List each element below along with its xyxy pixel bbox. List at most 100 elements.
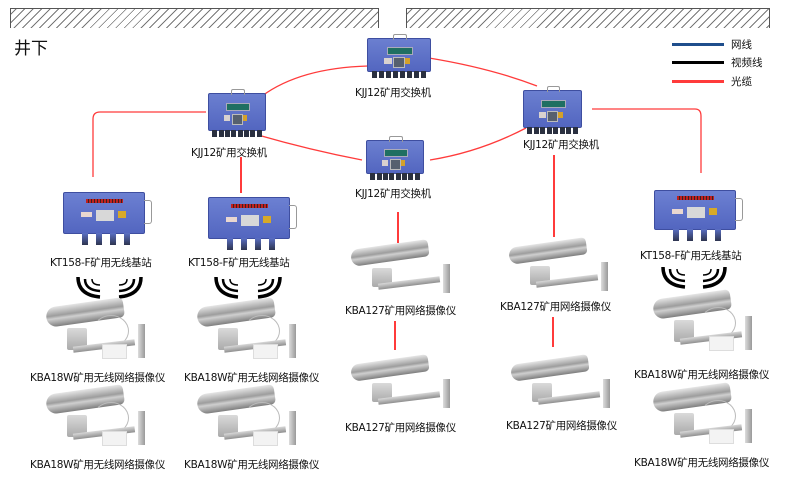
label-plate [384, 57, 392, 64]
label-plate [671, 208, 683, 214]
legend-item-video: 视频线 [672, 55, 763, 70]
switch-top-device[interactable] [367, 34, 431, 78]
camera-wireless-2-label: KBA18W矿用无线网络摄像仪 [184, 372, 320, 384]
camera-wired-1-label: KBA127矿用网络摄像仪 [345, 305, 456, 317]
switch-right-label: KJJ12矿用交换机 [523, 139, 599, 151]
switch-right-device[interactable] [523, 86, 582, 134]
cable [93, 314, 129, 348]
ceiling-hatch-left [10, 8, 379, 28]
led-bar [231, 203, 269, 208]
nameplate [231, 113, 243, 125]
cable [244, 314, 280, 348]
base-station-3-label: KT158-F矿用无线基站 [640, 250, 742, 262]
nameplate [393, 56, 406, 68]
camera-wireless-1[interactable] [45, 297, 145, 366]
port-row [527, 127, 578, 134]
handle [289, 205, 297, 230]
camera-wireless-6[interactable] [652, 382, 752, 451]
handle [144, 200, 152, 225]
camera-wireless-4-label: KBA18W矿用无线网络摄像仪 [184, 459, 320, 471]
label-plate [381, 159, 389, 166]
nameplate [96, 209, 114, 221]
fiber-ring-top-right [428, 57, 538, 87]
legend-item-network: 网线 [672, 37, 752, 52]
base-station-2-device[interactable] [208, 197, 297, 250]
legend-label: 网线 [731, 39, 752, 51]
base-station-1-label: KT158-F矿用无线基站 [50, 257, 152, 269]
port-row [370, 173, 420, 180]
legend-line-network [672, 43, 724, 46]
camera-wired-4-label: KBA127矿用网络摄像仪 [506, 420, 617, 432]
lcd-display [386, 46, 414, 55]
base-station-2-label: KT158-F矿用无线基站 [188, 257, 290, 269]
nameplate [241, 214, 259, 226]
legend-label: 光缆 [731, 76, 752, 88]
ma-badge [263, 216, 271, 223]
camera-wireless-5[interactable] [652, 289, 752, 358]
fiber-left-to-bs1 [92, 111, 206, 177]
switch-center-device[interactable] [366, 136, 424, 180]
camera-wired-3[interactable] [350, 354, 450, 415]
led-bar [86, 198, 124, 203]
wall-plate [745, 409, 752, 443]
fiber-ring-left-center [257, 134, 363, 161]
camera-wired-1[interactable] [350, 239, 450, 300]
fiber-ring-top-left [261, 65, 369, 97]
antenna-panel [102, 430, 127, 446]
ma-badge [400, 159, 406, 166]
camera-wired-2[interactable] [508, 237, 608, 298]
nameplate [389, 158, 401, 170]
camera-wireless-4[interactable] [196, 384, 296, 453]
ma-badge [558, 111, 563, 118]
switch-center-label: KJJ12矿用交换机 [355, 188, 431, 200]
wall-plate [289, 324, 296, 358]
ma-badge [405, 57, 411, 64]
wireless-signal-right-icon [702, 266, 727, 289]
handle [546, 86, 561, 92]
label-plate [223, 114, 231, 121]
wireless-signal-left-icon [214, 276, 239, 299]
wall-plate [138, 324, 145, 358]
label-plate [538, 111, 546, 118]
wall-plate [745, 316, 752, 350]
camera-wireless-6-label: KBA18W矿用无线网络摄像仪 [634, 457, 770, 469]
camera-wireless-1-label: KBA18W矿用无线网络摄像仪 [30, 372, 166, 384]
wireless-signal-right-icon [257, 276, 282, 299]
led-bar [677, 196, 715, 201]
antenna-ports [226, 238, 275, 250]
wall-plate [601, 262, 608, 291]
wall-plate [289, 411, 296, 445]
fiber-ring-right-center [429, 127, 527, 161]
switch-left-device[interactable] [208, 89, 266, 137]
nameplate [687, 206, 705, 218]
wireless-signal-left-icon [76, 276, 101, 299]
cable [93, 401, 129, 435]
handle [389, 136, 403, 142]
cable [244, 401, 280, 435]
label-plate [225, 216, 237, 222]
switch-top-label: KJJ12矿用交换机 [355, 87, 431, 99]
antenna-ports [672, 229, 721, 241]
camera-wired-4[interactable] [510, 354, 610, 415]
base-station-1-device[interactable] [63, 192, 152, 245]
switch-left-label: KJJ12矿用交换机 [191, 147, 267, 159]
antenna-panel [102, 343, 127, 359]
camera-wireless-3[interactable] [45, 384, 145, 453]
camera-wireless-2[interactable] [196, 297, 296, 366]
wall-plate [443, 379, 450, 408]
camera-wireless-3-label: KBA18W矿用无线网络摄像仪 [30, 459, 166, 471]
ma-badge [118, 211, 126, 218]
wall-plate [443, 264, 450, 293]
lcd-display [225, 102, 251, 111]
wall-plate [603, 379, 610, 408]
lcd-display [541, 99, 566, 108]
wall-plate [138, 411, 145, 445]
base-station-3-device[interactable] [654, 190, 743, 241]
port-row [371, 71, 427, 78]
page-title: 井下 [14, 39, 48, 59]
fiber-right-to-bs3 [592, 108, 702, 173]
legend-item-fiber: 光缆 [672, 74, 752, 89]
wireless-signal-left-icon [661, 266, 686, 289]
handle [392, 34, 408, 40]
camera-wireless-5-label: KBA18W矿用无线网络摄像仪 [634, 369, 770, 381]
